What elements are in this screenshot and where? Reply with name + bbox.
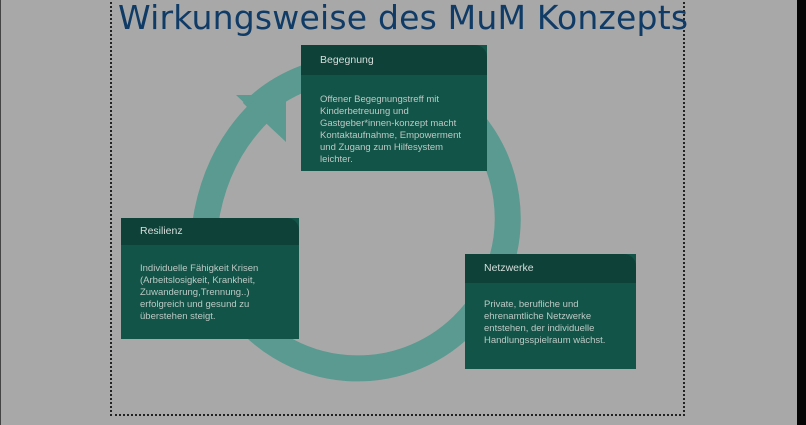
card-text: Individuelle Fähigkeit Krisen (Arbeitslo… (140, 263, 259, 323)
left-edge (0, 0, 1, 425)
card-resilienz: Resilienz Individuelle Fähigkeit Krisen … (121, 218, 299, 339)
card-title: Resilienz (121, 218, 299, 245)
dotted-frame (110, 0, 685, 416)
card-title: Netzwerke (465, 254, 636, 283)
card-title: Begegnung (301, 45, 487, 75)
card-text: Private, berufliche und ehrenamtliche Ne… (484, 299, 606, 347)
card-text: Offener Begegnungstreff mit Kinderbetreu… (320, 94, 461, 166)
card-netzwerke: Netzwerke Private, berufliche und ehrena… (465, 254, 636, 369)
right-edge (797, 0, 806, 425)
page-title: Wirkungsweise des MuM Konzepts (118, 0, 689, 37)
card-begegnung: Begegnung Offener Begegnungstreff mit Ki… (301, 45, 487, 171)
